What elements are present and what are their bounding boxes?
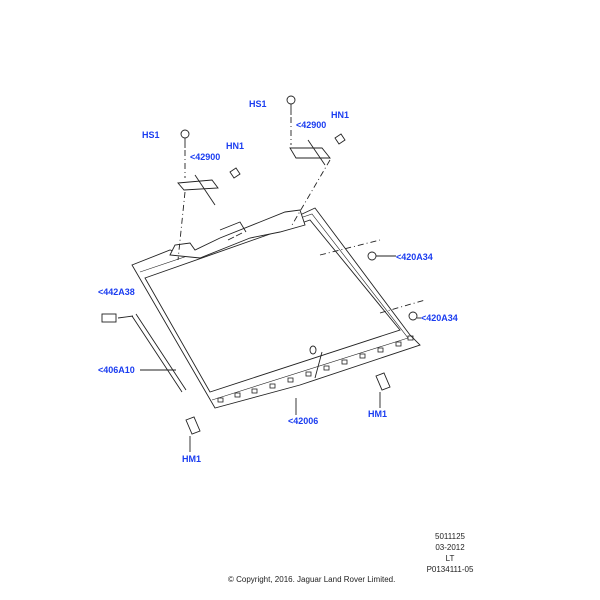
hinge-left [177,179,219,191]
callout-420a34-lower[interactable]: <420A34 [421,313,458,323]
callout-hn1-left[interactable]: HN1 [226,141,245,151]
copyright: © Copyright, 2016. Jaguar Land Rover Lim… [228,575,396,584]
callout-hs1-left[interactable]: HS1 [142,130,160,140]
trim-clip [305,371,312,377]
hinge-left-arm [194,174,216,206]
trim-clip [341,359,348,365]
nut-420a34-lower [408,311,418,321]
trim-clip [287,377,294,383]
bolt-hs1-right [286,95,296,105]
callout-hs1-right[interactable]: HS1 [249,99,267,109]
hinge-bracket-detail [219,221,247,241]
trim-clip [377,347,384,353]
trim-clip [323,365,330,371]
bolt-hs1-left [180,129,190,139]
trim-clip [234,392,241,398]
guide-line [177,191,186,261]
bumper-hm1-right [375,372,391,391]
rear-glass-inner [144,219,401,393]
callout-hn1-right[interactable]: HN1 [331,110,350,120]
leader-line-42006 [314,351,323,379]
bumper-hm1-left [185,416,201,435]
trim-clip [407,335,414,341]
info-date: 03-2012 [435,543,465,552]
info-code: 5011125 [435,532,465,541]
nut-420a34-upper [367,251,377,261]
trim-clip [395,341,402,347]
callout-42006[interactable]: <42006 [288,416,319,426]
hinge-right [289,147,331,159]
trim-clips [217,335,414,403]
trim-clip [359,353,366,359]
callout-hm1-left[interactable]: HM1 [182,454,202,464]
callout-42900-left[interactable]: <42900 [190,152,221,162]
trim-clip [217,397,224,403]
strut-fixing-442a38 [101,313,117,323]
callout-442a38[interactable]: <442A38 [98,287,135,297]
callout-42900-right[interactable]: <42900 [296,120,327,130]
glass-grommet [309,345,317,355]
trim-clip [269,383,276,389]
trim-clip [251,388,258,394]
info-illustration: P0134111-05 [426,565,474,574]
callout-420a34-upper[interactable]: <420A34 [396,252,433,262]
guide-line [379,299,426,314]
info-lang: LT [445,554,455,563]
gas-strut [131,313,187,393]
nut-hn1-left [229,167,241,179]
hinge-right-arm [307,139,326,166]
nut-hn1-right [334,133,346,145]
hinge-bracket [169,209,306,259]
callout-hm1-right[interactable]: HM1 [368,409,388,419]
guide-line [319,239,381,256]
leader-line-442a38 [117,315,134,319]
callout-406a10[interactable]: <406A10 [98,365,135,375]
